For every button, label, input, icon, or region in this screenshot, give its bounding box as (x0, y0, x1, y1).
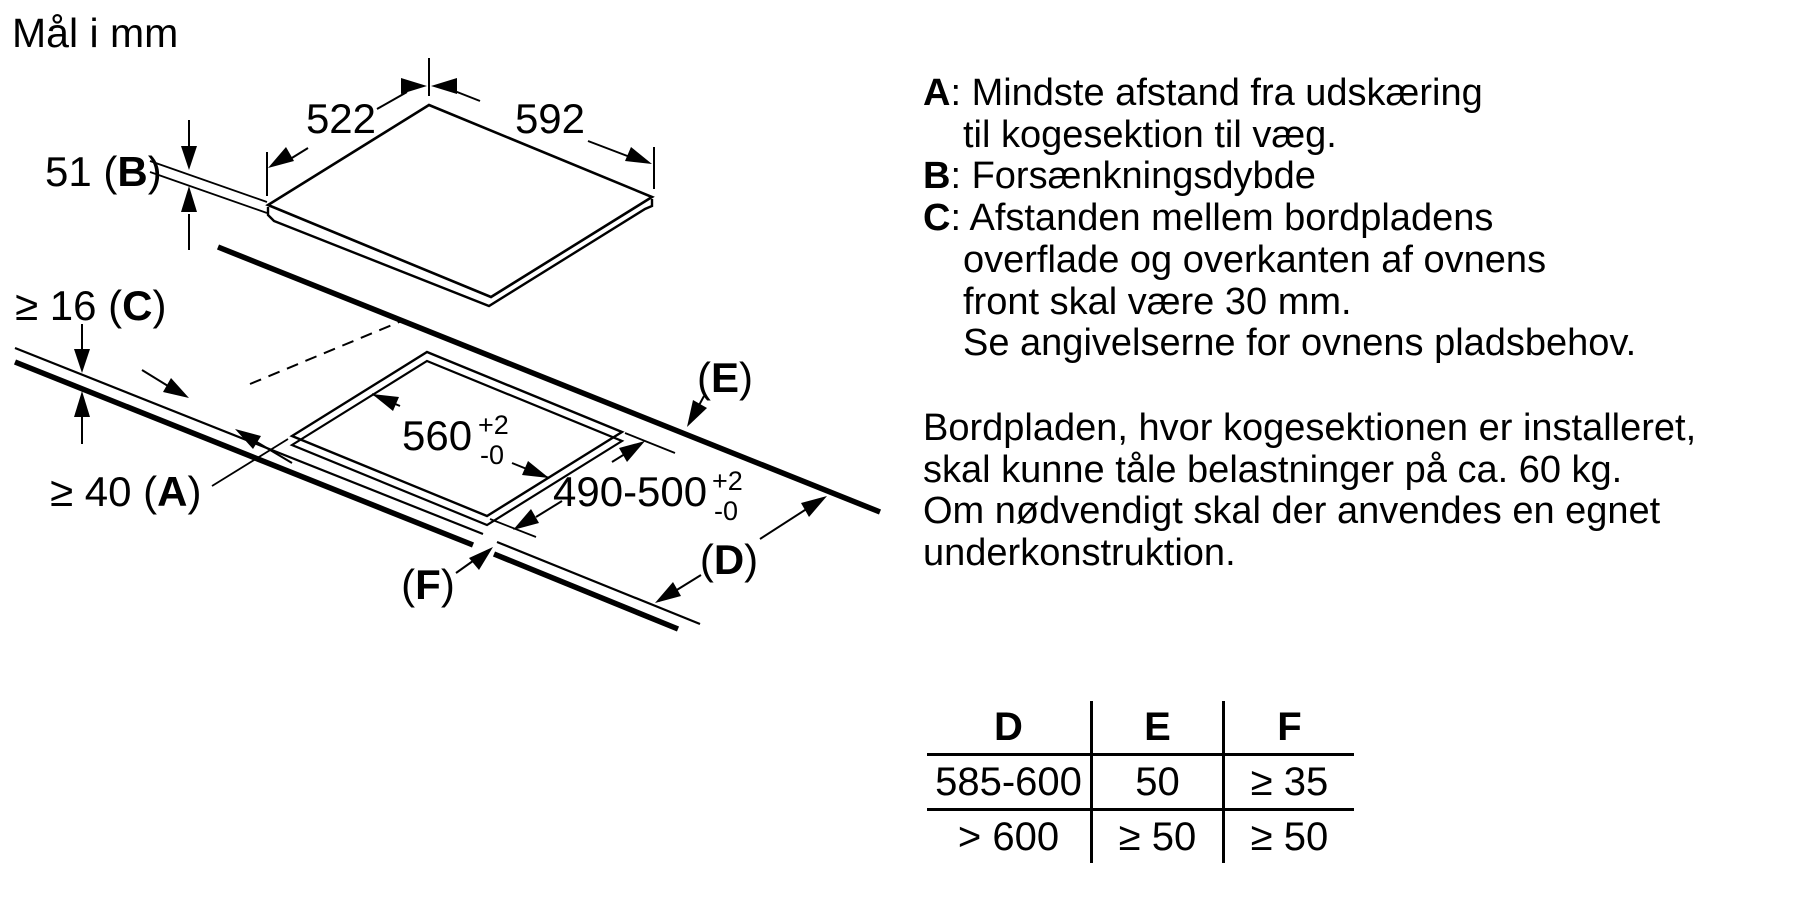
legend-item-C-line: C: Afstanden mellem bordpladens (923, 197, 1494, 240)
worktop-front-bottom-edge-right (492, 551, 680, 632)
legend-item-B-line: B: Forsænkningsdybde (923, 155, 1316, 198)
table-cell: 585-600 (935, 759, 1082, 804)
label-F: (F) (401, 561, 455, 608)
arrow-16-up (74, 391, 90, 417)
dim-label-40-A: ≥ 40 (A) (50, 468, 201, 515)
arrow-f (469, 547, 493, 570)
table-row: > 600 ≥ 50≥ 50 (927, 809, 1354, 863)
dim-label-16-C: ≥ 16 (C) (15, 282, 166, 329)
arrow-490-lower (513, 509, 539, 530)
arrow-560-right (522, 461, 549, 478)
dim-label-522: 522 (306, 95, 376, 142)
table-header-D: D (994, 704, 1023, 749)
arrow-d-back (801, 496, 827, 517)
cooktop-top-face (265, 103, 655, 299)
arrow-560-left (372, 394, 399, 411)
legend-key-A: A (923, 72, 951, 114)
arrow-592-top (431, 78, 457, 94)
arrow-490-upper (619, 441, 645, 462)
wall-back-edge-line (216, 244, 882, 515)
worktop-front-bottom-edge-left (13, 359, 475, 548)
arrow-592-end (625, 147, 652, 164)
legend-item-C-line: front skal være 30 mm. (963, 280, 1352, 323)
legend-key-C: C (923, 197, 951, 240)
arrow-d-front (655, 582, 681, 603)
legend-key-B: B (923, 155, 951, 198)
arrow-51-down (181, 146, 197, 170)
table-cell: > 600 (957, 814, 1060, 859)
note-line: skal kunne tåle belastninger på ca. 60 k… (923, 448, 1623, 491)
table-header-F: F (1222, 701, 1354, 755)
table-cell: 50 (1090, 754, 1224, 810)
table-cell: ≥ 35 (1222, 754, 1354, 810)
cutout-inner-edge (289, 359, 625, 527)
dim-label-560: 560+2-0 (402, 410, 509, 470)
arrow-16-down (74, 349, 90, 373)
cooktop-bottom-edge (266, 199, 654, 308)
cooktop-panel (265, 103, 655, 308)
legend-item-A-line: A: Mindste afstand fra udskæring (923, 72, 1483, 114)
worktop-front-top-edge-right (496, 540, 701, 626)
hidden-projection-dashed-line (249, 319, 405, 385)
legend-item-C-line: Se angivelserne for ovnens pladsbehov. (963, 322, 1637, 365)
arrow-51-up (181, 186, 197, 212)
cutout-outer-edge (289, 350, 625, 518)
page-title: Mål i mm (12, 10, 178, 56)
arrowheads (74, 78, 827, 603)
legend-item-C-line: overflade og overkanten af ovnens (963, 238, 1547, 281)
dim-label-490-500: 490-500+2-0 (553, 466, 743, 526)
cutout-opening (289, 350, 625, 527)
arrow-522-end (268, 147, 294, 168)
dim-40-clearance (141, 369, 293, 487)
label-D: (D) (700, 536, 758, 583)
label-E: (E) (697, 354, 753, 401)
note-line: underkonstruktion. (923, 532, 1236, 575)
note-paragraph: Bordpladen, hvor kogesektionen er instal… (923, 407, 1697, 575)
arrow-40-upper (163, 378, 189, 398)
dimension-ticks (266, 58, 655, 196)
arrow-40-lower (235, 429, 261, 449)
table-cell: ≥ 50 (1222, 809, 1354, 863)
arrow-e (687, 400, 707, 427)
table-cell: ≥ 50 (1090, 809, 1224, 863)
dim-label-592: 592 (515, 95, 585, 142)
legend-item-A-line: til kogesektion til væg. (963, 113, 1337, 156)
worktop-outline (13, 244, 882, 632)
note-line: Bordpladen, hvor kogesektionen er instal… (923, 407, 1697, 449)
dim-label-51-B: 51 (B) (45, 148, 162, 195)
table-header-E: E (1090, 701, 1224, 755)
note-line: Om nødvendigt skal der anvendes en egnet (923, 490, 1661, 533)
dim-51-recess (149, 120, 268, 250)
isometric-drawing: Mål i mm (12, 10, 882, 632)
arrow-522-top (401, 78, 427, 94)
